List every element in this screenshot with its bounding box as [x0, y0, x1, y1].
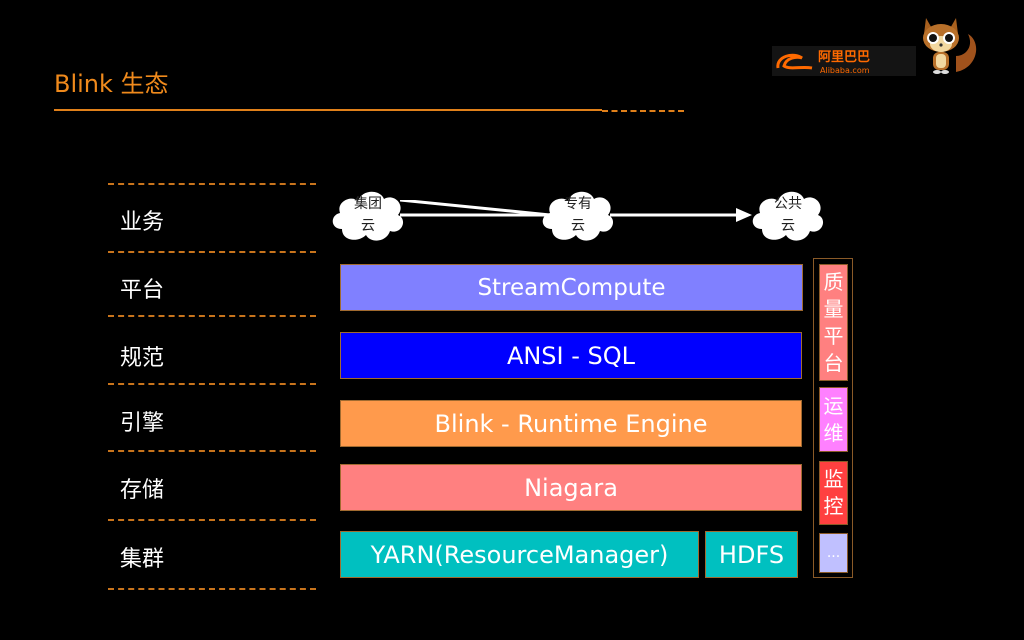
row-label-storage: 存储: [120, 478, 165, 503]
side-column-frame: [813, 258, 853, 578]
alibaba-swirl-icon: 阿里巴巴 Alibaba.com: [776, 50, 870, 75]
row-separator: [108, 383, 316, 385]
cloud-connector-arrows: [400, 200, 752, 222]
row-separator: [108, 315, 316, 317]
cloud-group-line2: 云: [361, 218, 375, 234]
storage-box: Niagara: [340, 464, 802, 511]
row-separator: [108, 519, 316, 521]
cloud-public-line2: 云: [781, 218, 795, 234]
ops-char: 维: [823, 420, 844, 445]
cloud-private-line1: 专有: [564, 196, 592, 212]
quality-char: 量: [823, 296, 844, 321]
quality-char: 质: [823, 269, 844, 294]
more-ellipsis: ...: [826, 544, 841, 561]
engine-box: Blink - Runtime Engine: [340, 400, 802, 447]
cloud-icon: [542, 191, 614, 241]
title-underline: [54, 109, 602, 111]
monitor-box: 监 控: [819, 461, 848, 525]
quality-platform-box: 质 量 平 台: [819, 264, 848, 381]
cloud-group-line1: 集团: [354, 196, 382, 212]
hdfs-box: HDFS: [705, 531, 798, 578]
cloud-icon: [752, 191, 824, 241]
row-label-engine: 引擎: [120, 411, 165, 436]
monitor-char: 控: [823, 494, 844, 518]
spec-box: ANSI - SQL: [340, 332, 802, 379]
cloud-public: 公共 云: [748, 185, 828, 245]
row-label-business: 业务: [120, 210, 165, 235]
page-title: Blink 生态: [54, 70, 169, 98]
quality-char: 台: [823, 350, 844, 375]
logo-en: Alibaba.com: [820, 66, 870, 75]
cloud-private: 专有 云: [538, 185, 618, 245]
cloud-icon: [332, 191, 404, 241]
cloud-private-line2: 云: [571, 218, 585, 234]
yarn-box: YARN(ResourceManager): [340, 531, 699, 578]
platform-box: StreamCompute: [340, 264, 803, 311]
squirrel-mascot-icon: [916, 12, 980, 76]
row-separator: [108, 183, 316, 185]
title-underline-dashed: [602, 110, 684, 112]
row-label-cluster: 集群: [120, 547, 165, 572]
logo-cn: 阿里巴巴: [818, 50, 870, 65]
cloud-group: 集团 云: [328, 185, 408, 245]
cloud-public-line1: 公共: [774, 196, 802, 212]
ops-char: 运: [823, 393, 844, 418]
monitor-char: 监: [823, 467, 844, 491]
arrow-head-icon: [736, 208, 752, 222]
quality-char: 平: [823, 323, 844, 348]
row-separator: [108, 251, 316, 253]
row-label-spec: 规范: [120, 346, 165, 371]
arrow-line: [400, 200, 551, 217]
row-separator: [108, 450, 316, 452]
row-label-platform: 平台: [120, 278, 165, 303]
alibaba-logo: 阿里巴巴 Alibaba.com: [772, 46, 916, 76]
row-separator: [108, 588, 316, 590]
ops-box: 运 维: [819, 387, 848, 452]
more-box: ...: [819, 533, 848, 573]
